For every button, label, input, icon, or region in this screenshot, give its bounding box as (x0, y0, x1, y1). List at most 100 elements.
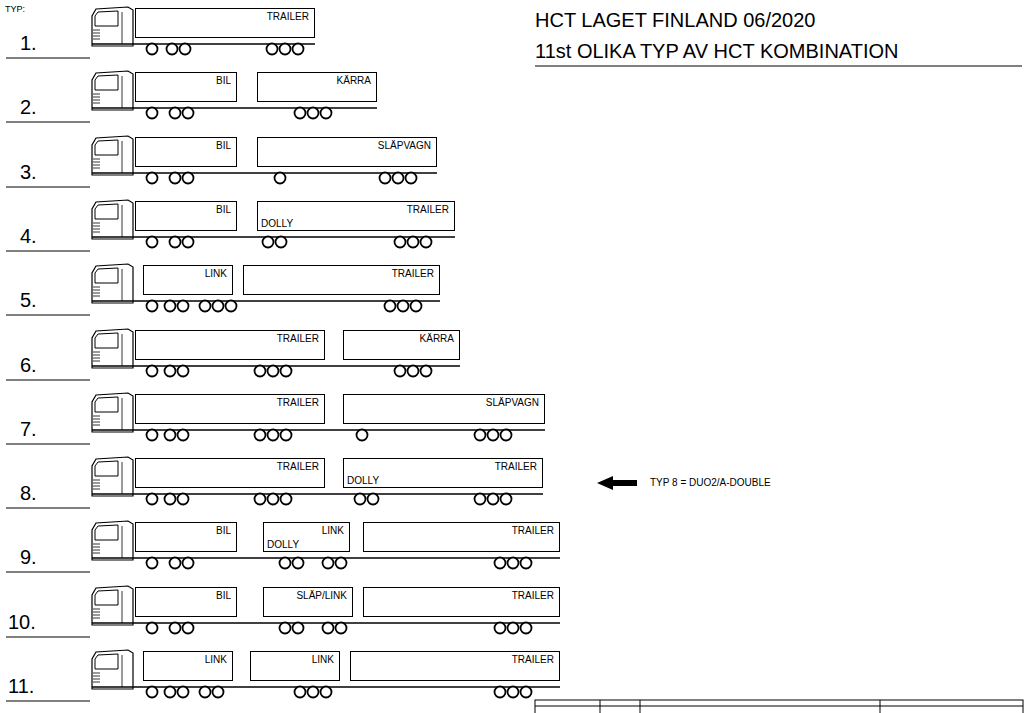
cab-door (122, 76, 123, 108)
wheel (165, 366, 176, 377)
unit-label: BIL (216, 590, 231, 601)
wheel (495, 623, 506, 634)
truck-cab (92, 586, 133, 625)
wheel (281, 494, 292, 505)
cab-window (95, 333, 118, 348)
cab-grille (93, 159, 100, 160)
cab-grille (93, 618, 100, 619)
cab-window (95, 75, 118, 90)
cab-window (95, 11, 118, 26)
cargo-box: TRAILERDOLLY (257, 201, 455, 231)
row-underline (6, 251, 90, 252)
wheel (147, 558, 158, 569)
unit-label: SLÄPVAGN (378, 140, 431, 151)
wheel (501, 494, 512, 505)
cab-grille (93, 94, 100, 95)
table-frame (535, 700, 1023, 713)
row-underline (6, 58, 90, 59)
type-number: 1. (20, 32, 37, 54)
wheel (408, 366, 419, 377)
type-number: 6. (20, 354, 37, 376)
row-underline (6, 122, 90, 123)
wheel (178, 366, 189, 377)
wheel (355, 494, 366, 505)
wheel (293, 44, 304, 55)
wheel (213, 301, 224, 312)
cab-grille (93, 612, 100, 613)
wheel (255, 366, 266, 377)
subtitle: 11st OLIKA TYP AV HCT KOMBINATION (535, 40, 898, 62)
vehicle-row (6, 393, 545, 444)
wheel (488, 430, 499, 441)
unit-label: TRAILER (267, 11, 309, 22)
cab-window (95, 204, 118, 219)
wheel (281, 430, 292, 441)
table-rule (880, 700, 881, 713)
vehicle-row (6, 650, 560, 701)
cab-grille (93, 489, 100, 490)
unit-label: BIL (216, 140, 231, 151)
cab-window (95, 525, 118, 540)
truck-cab (92, 200, 133, 239)
cab-grille (93, 682, 100, 683)
unit-label: TRAILER (392, 268, 434, 279)
subtitle-underline (535, 66, 1022, 67)
wheel (521, 623, 532, 634)
truck-cab (92, 71, 133, 110)
row-underline (6, 508, 90, 509)
cab-grille (93, 355, 100, 356)
wheel (421, 237, 432, 248)
unit-label: KÄRRA (337, 75, 371, 86)
wheel (183, 173, 194, 184)
wheel (165, 494, 176, 505)
wheel (147, 44, 158, 55)
type-number: 2. (20, 96, 37, 118)
wheel (167, 44, 178, 55)
wheel (213, 687, 224, 698)
wheel (411, 301, 422, 312)
wheel (268, 494, 279, 505)
cab-grille (93, 544, 100, 545)
cargo-box: TRAILER (243, 265, 440, 295)
wheel (336, 623, 347, 634)
cab-grille (93, 419, 100, 420)
wheel (308, 108, 319, 119)
cargo-box: BIL (135, 522, 237, 552)
vehicle-row (6, 457, 543, 508)
cargo-box: LINK DOLLY (263, 522, 350, 552)
wheel (475, 430, 486, 441)
cab-grille (93, 232, 100, 233)
wheel (508, 558, 519, 569)
cab-grille (93, 550, 100, 551)
wheel (281, 366, 292, 377)
wheel (147, 494, 158, 505)
wheel (170, 623, 181, 634)
cab-grille (93, 486, 100, 487)
wheel (178, 687, 189, 698)
type-number: 7. (20, 418, 37, 440)
cab-grille (93, 673, 100, 674)
vehicle-row (6, 71, 377, 122)
wheel (170, 237, 181, 248)
cab-grille (93, 425, 100, 426)
type-number: 9. (20, 546, 37, 568)
unit-label: SLÄP/LINK (296, 590, 347, 601)
cab-grille (93, 229, 100, 230)
cargo-box: TRAILER (135, 394, 325, 424)
unit-label: LINK (322, 525, 344, 536)
wheel (147, 366, 158, 377)
vehicle-row (6, 7, 315, 58)
cab-door (122, 205, 123, 237)
wheel (395, 237, 406, 248)
wheel (165, 687, 176, 698)
row-underline (6, 572, 90, 573)
cargo-box: KÄRRA (343, 330, 460, 360)
unit-label: LINK (205, 654, 227, 665)
wheel (508, 687, 519, 698)
sub-unit-label: DOLLY (267, 539, 299, 550)
vehicle-row (6, 264, 440, 315)
table-rule (535, 706, 1023, 707)
row-underline (6, 701, 90, 702)
wheel (501, 430, 512, 441)
wheel (398, 301, 409, 312)
